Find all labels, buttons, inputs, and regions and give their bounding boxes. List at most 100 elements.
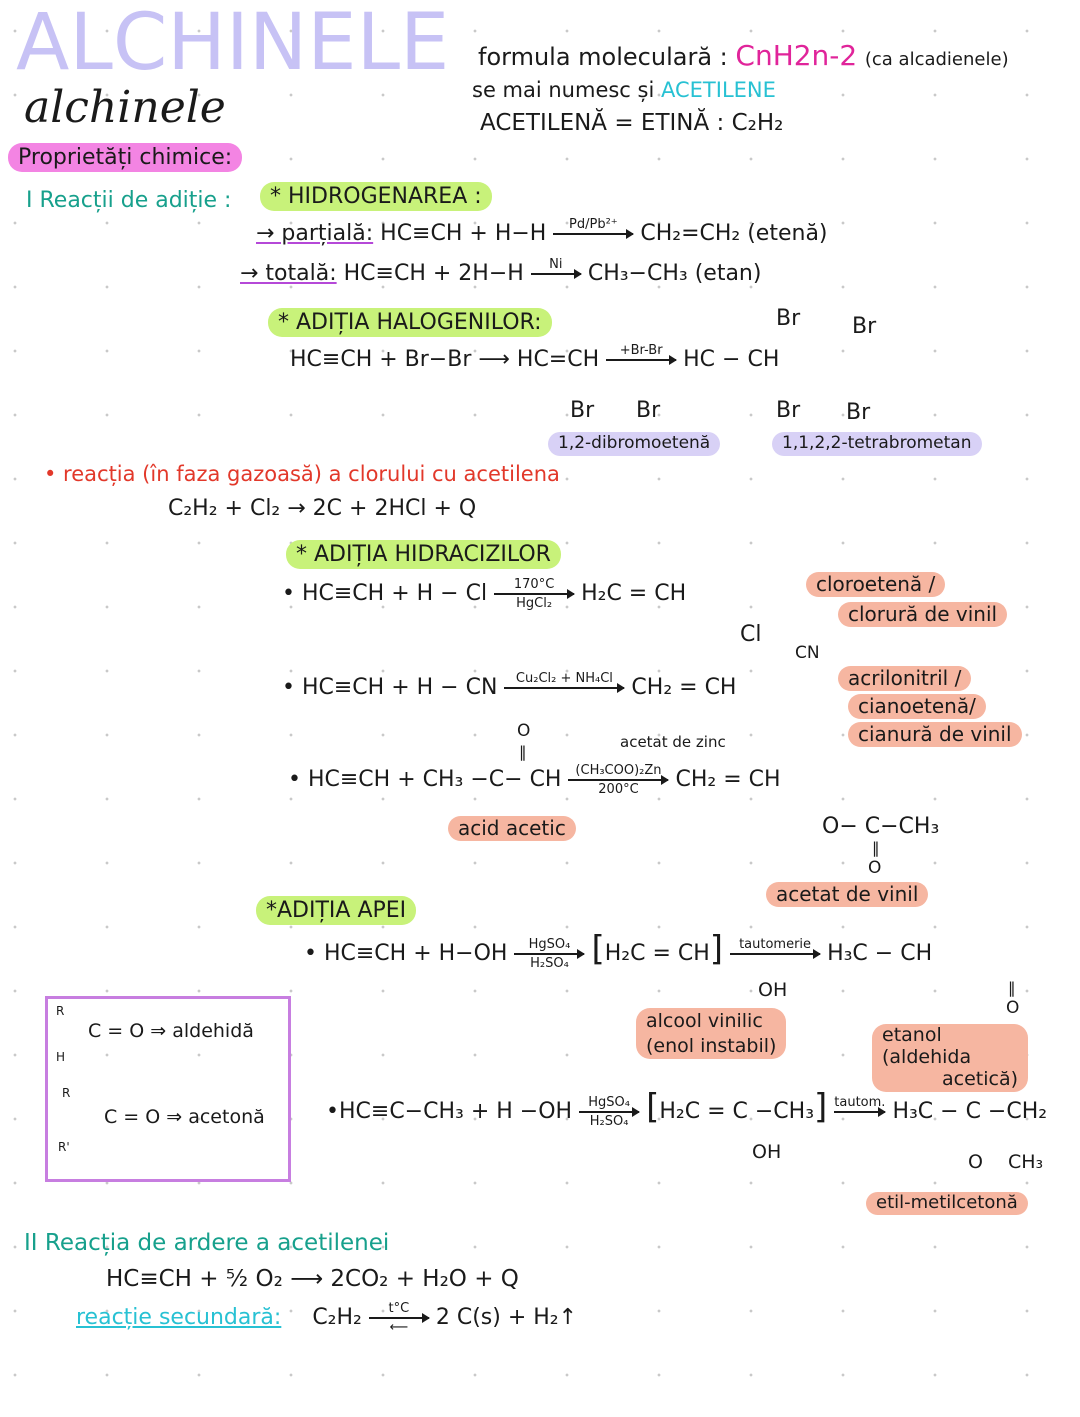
vinyl-chloride-label: clorură de vinil xyxy=(838,602,1008,627)
acetic-product: CH₂ = CH xyxy=(675,767,781,792)
equilibrium-arrow: t°C⟵ xyxy=(368,1301,430,1334)
halogen-reactants: HC≡CH + Br−Br ⟶ HC=CH xyxy=(290,347,600,372)
ester-double-bond: ‖ xyxy=(872,839,880,857)
acetic-acid-label: acid acetic xyxy=(448,816,576,841)
carbonyl-o: O xyxy=(517,721,531,741)
halogen-equation: HC≡CH + Br−Br ⟶ HC=CH +Br-Br HC − CH xyxy=(290,344,779,376)
br-sub: Br xyxy=(636,398,661,423)
vinyl-alcohol: alcool vinilic xyxy=(646,1010,763,1032)
formula-line: formula moleculară : CnH2n-2 (ca alcadie… xyxy=(478,39,1009,72)
ketone-ch3: CH₃ xyxy=(1008,1151,1044,1173)
catalyst: Cu₂Cl₂ + NH₄Cl xyxy=(515,671,613,686)
hydracids-title: * ADIȚIA HIDRACIZILOR xyxy=(286,540,561,570)
identity-line: ACETILENĂ = ETINĂ : C₂H₂ xyxy=(480,110,784,136)
unstable-enol: (enol instabil) xyxy=(646,1034,777,1057)
part1-title: I Reacții de adiție : xyxy=(26,188,232,213)
partial-label: → parțială: xyxy=(256,221,374,246)
formula-note: (ca alcadienele) xyxy=(864,49,1009,70)
part2-title: II Reacția de ardere a acetilenei xyxy=(24,1230,390,1256)
box-r-prime: R' xyxy=(58,1140,70,1154)
catalyst: Pd/Pb²⁺ xyxy=(569,217,618,232)
total-label: → totală: xyxy=(240,261,337,286)
condition: 170°C xyxy=(513,577,555,592)
partial-products: CH₂=CH₂ (etenă) xyxy=(640,221,828,246)
secondary-products: 2 C(s) + H₂↑ xyxy=(435,1305,578,1330)
partial-hydrogenation: → parțială: HC≡CH + H−H Pd/Pb²⁺ CH₂=CH₂ … xyxy=(256,218,828,250)
vinyl-alcohol-label: alcool vinilic (enol instabil) xyxy=(636,1008,787,1060)
reaction-arrow: Ni xyxy=(530,258,582,290)
acetic-acid-equation: • HC≡CH + CH₃ −C− CH (CH₃COO)₂Zn 200°C CH… xyxy=(288,764,781,796)
butanone: H₃C − C −CH₂ xyxy=(892,1099,1048,1124)
aldehyde-o: O xyxy=(1006,998,1020,1018)
hcl-reactants: • HC≡CH + H − Cl xyxy=(282,581,488,606)
hcn-product: CH₂ = CH xyxy=(631,675,737,700)
reaction-arrow: tautom. xyxy=(834,1095,887,1128)
halogen-product: HC − CH xyxy=(683,347,780,372)
tetrabromoethane-label: 1,1,2,2-tetrabrometan xyxy=(772,432,982,456)
zinc-acetate-note: acetat de zinc xyxy=(620,733,726,751)
box-ketone: C = O ⇒ acetonă xyxy=(104,1106,265,1128)
halogens-title: * ADIȚIA HALOGENILOR: xyxy=(268,308,552,338)
box-h: H xyxy=(56,1050,66,1064)
acetaldehyde: H₃C − CH xyxy=(827,941,933,966)
enol-intermediate: H₂C = CH xyxy=(604,941,710,966)
hcl-product: H₂C = CH xyxy=(581,581,687,606)
cl-sub: Cl xyxy=(740,622,762,647)
secondary-reaction: reacție secundară: C₂H₂ t°C⟵ 2 C(s) + H₂… xyxy=(76,1302,577,1334)
br-sub: Br xyxy=(570,398,595,423)
vinyl-acetate-label: acetat de vinil xyxy=(766,882,929,907)
chloroethene-label: cloroetenă / xyxy=(806,572,946,597)
reagent: +Br-Br xyxy=(619,343,663,358)
formula-label: formula moleculară : xyxy=(478,43,728,71)
acetic-word: acetică) xyxy=(942,1067,1019,1090)
water-reactants: • HC≡CH + H−OH xyxy=(304,941,508,966)
enol-intermediate: H₂C = C −CH₃ xyxy=(659,1099,815,1124)
tautomerism-label: tautom. xyxy=(834,1095,886,1110)
aldehyde-word: (aldehida xyxy=(882,1045,972,1068)
general-formula: CnH2n-2 xyxy=(735,39,858,72)
reaction-arrow: (CH₃COO)₂Zn 200°C xyxy=(568,763,670,797)
reaction-arrow: Cu₂Cl₂ + NH₄Cl xyxy=(504,671,626,704)
ketone-o: O xyxy=(968,1151,983,1173)
condition: t°C xyxy=(388,1301,410,1316)
title-watermark: ALCHINELE xyxy=(16,0,450,88)
chlorine-note: • reacția (în faza gazoasă) a clorului c… xyxy=(44,462,560,486)
total-reactants: HC≡CH + 2H−H xyxy=(343,261,524,286)
reaction-arrow: +Br-Br xyxy=(606,343,678,376)
reaction-arrow: tautomerie xyxy=(730,938,822,970)
hcn-equation: • HC≡CH + H − CN Cu₂Cl₂ + NH₄Cl CH₂ = CH xyxy=(282,672,736,704)
total-products: CH₃−CH₃ (etan) xyxy=(587,261,762,286)
catalyst: H₂SO₄ xyxy=(530,956,569,971)
box-r: R xyxy=(62,1086,71,1100)
ester-o: O xyxy=(868,858,882,878)
secondary-label: reacție secundară: xyxy=(76,1305,282,1330)
condition: 200°C xyxy=(598,782,639,797)
cn-sub: CN xyxy=(795,643,820,663)
oh-sub: OH xyxy=(752,1141,782,1163)
propyne-reactants: •HC≡C−CH₃ + H −OH xyxy=(326,1099,573,1124)
catalyst: (CH₃COO)₂Zn xyxy=(575,763,662,778)
secondary-reactant: C₂H₂ xyxy=(312,1305,362,1330)
cyanoethene-label: cianoetenă/ xyxy=(848,694,986,719)
acrylonitrile-label: acrilonitril / xyxy=(838,666,972,691)
br-sub: Br xyxy=(776,306,801,331)
br-sub: Br xyxy=(852,314,877,339)
reaction-arrow: Pd/Pb²⁺ xyxy=(553,217,635,250)
vinyl-cyanide-label: cianură de vinil xyxy=(848,722,1022,747)
combustion-equation: HC≡CH + ⁵⁄₂ O₂ ⟶ 2CO₂ + H₂O + Q xyxy=(106,1266,519,1292)
butanone-label: etil-metilcetonă xyxy=(866,1192,1028,1215)
alias-line: se mai numesc și ACETILENE xyxy=(472,78,776,102)
acetic-reactants: • HC≡CH + CH₃ −C− CH xyxy=(288,767,562,792)
section-title: Proprietăți chimice: xyxy=(8,143,243,173)
hcn-reactants: • HC≡CH + H − CN xyxy=(282,675,498,700)
dibromoethene-label: 1,2-dibromoetenă xyxy=(548,432,721,456)
ester-group: O− C−CH₃ xyxy=(822,814,940,839)
chlorine-equation: C₂H₂ + Cl₂ → 2C + 2HCl + Q xyxy=(168,496,477,521)
partial-reactants: HC≡CH + H−H xyxy=(380,221,547,246)
br-sub: Br xyxy=(846,400,871,425)
